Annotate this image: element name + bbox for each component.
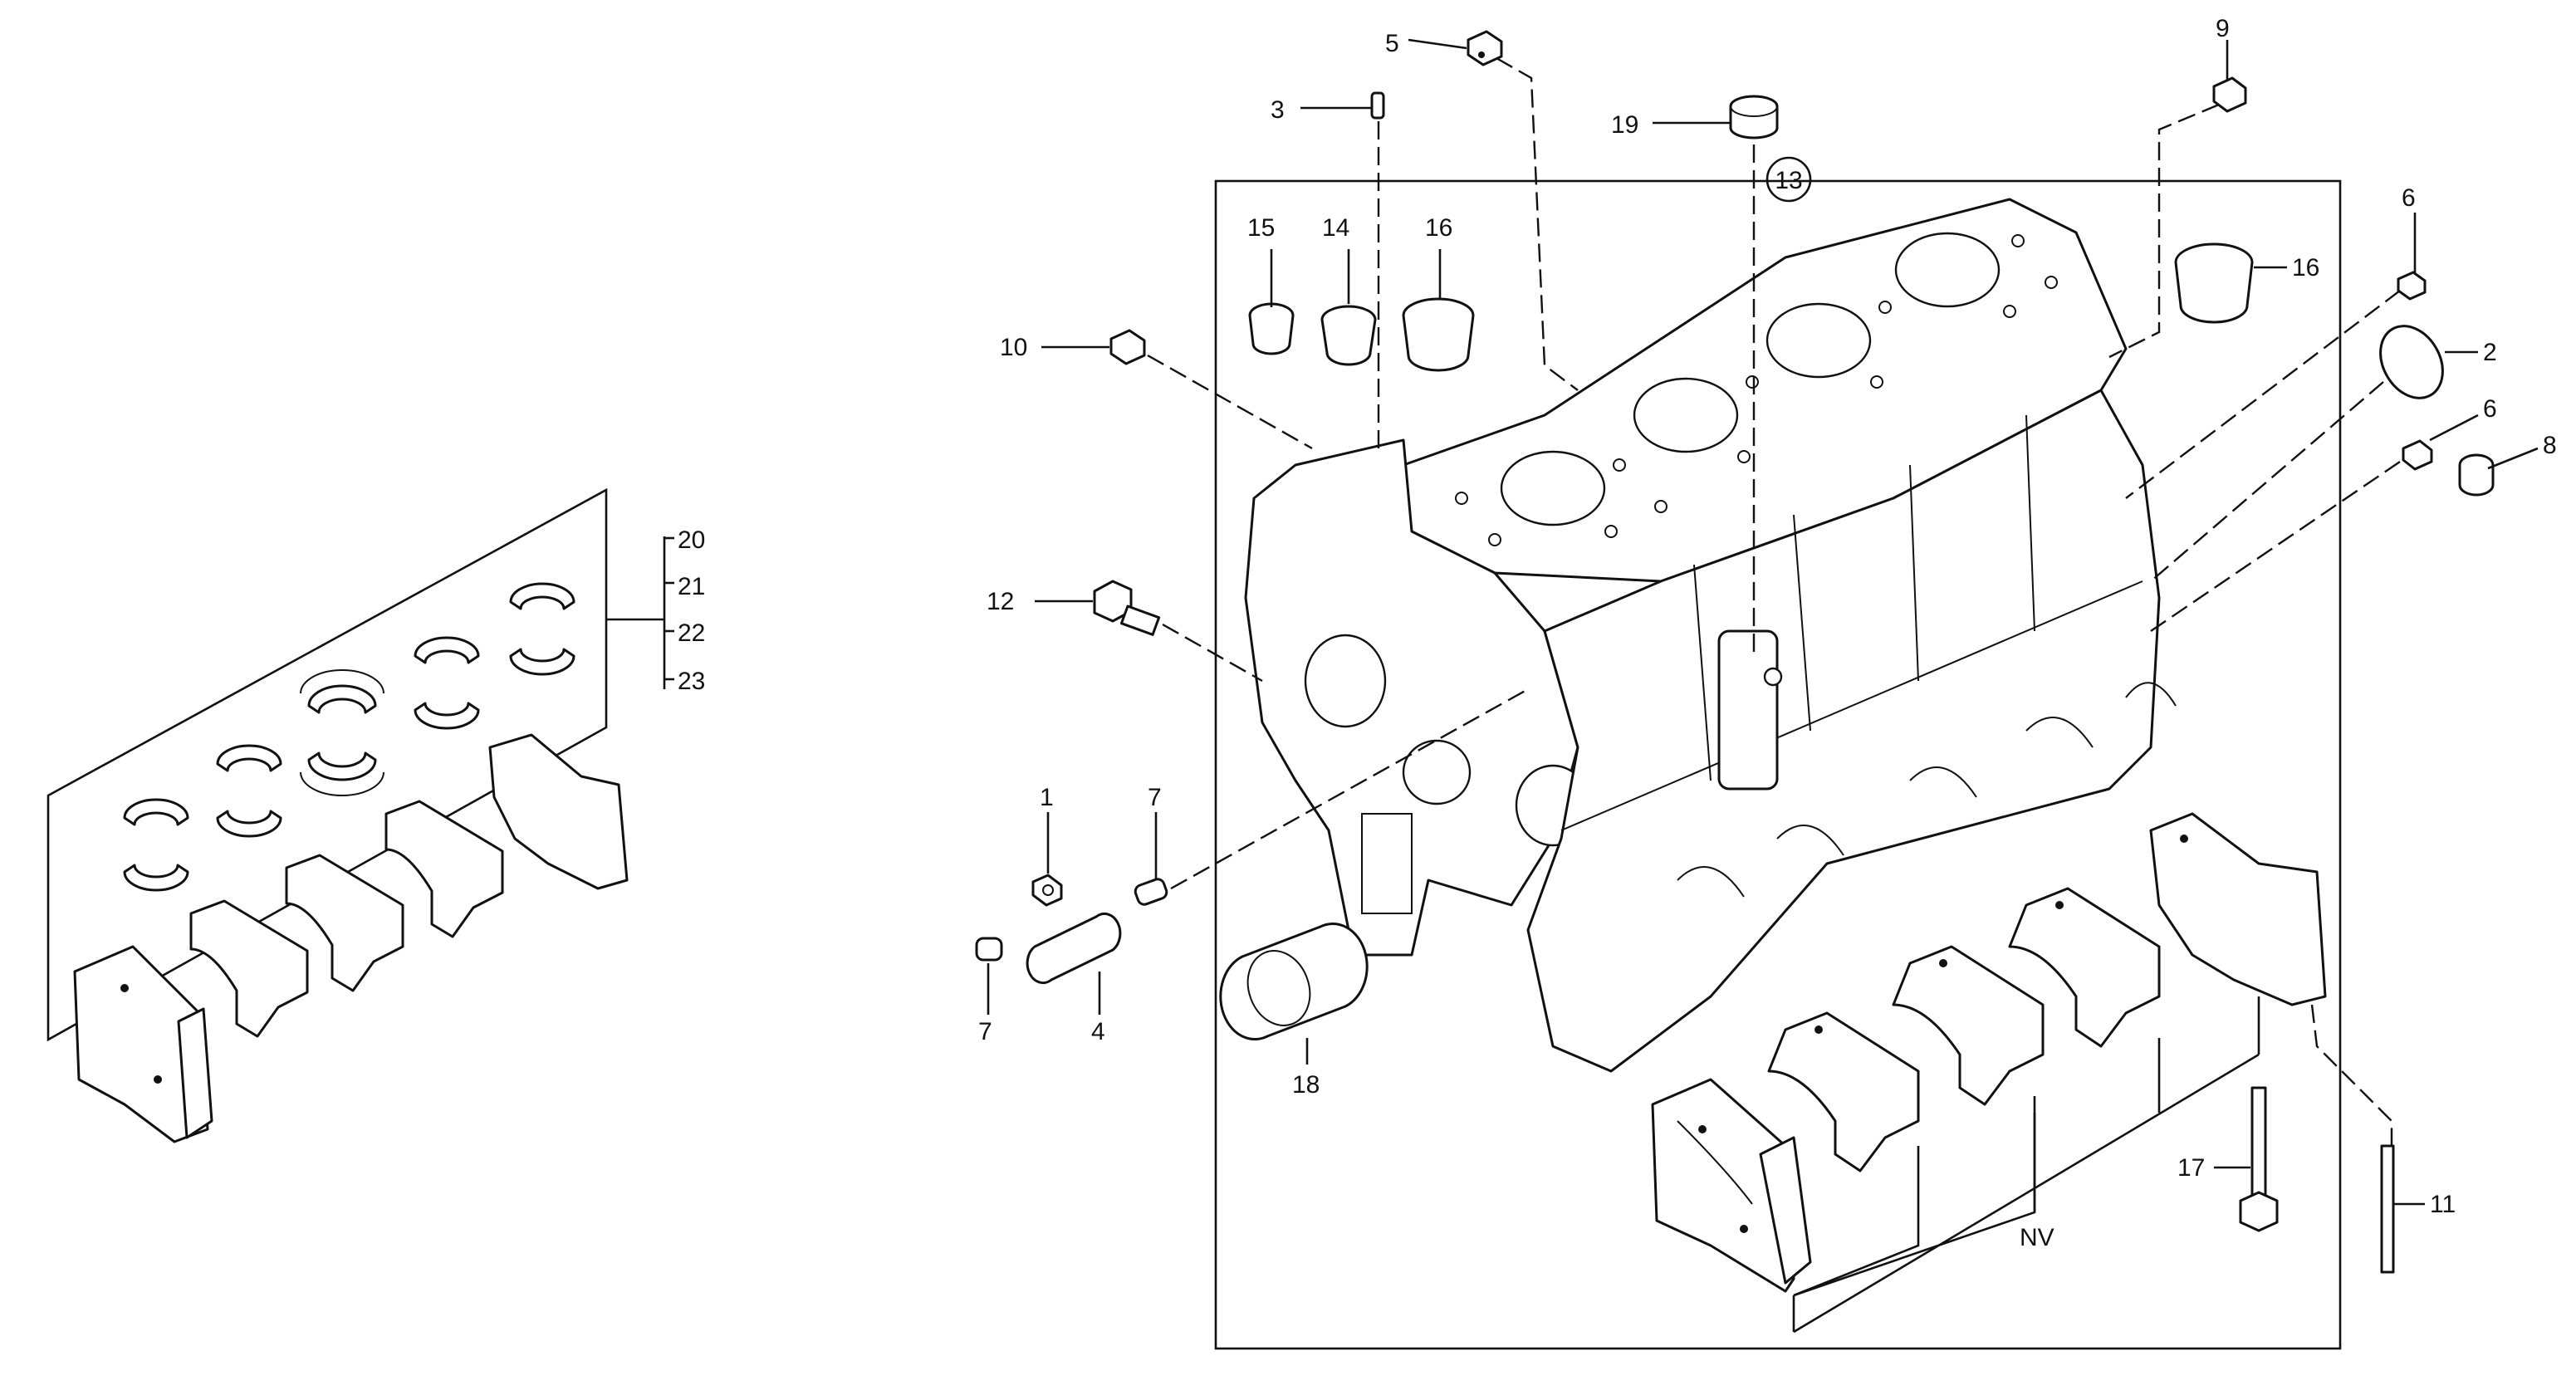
part-17-bolt xyxy=(2239,1086,2279,1232)
part-16-plug xyxy=(1402,297,1475,372)
callout-15: 15 xyxy=(1247,214,1275,242)
bearing-cap-3 xyxy=(1892,945,2045,1106)
set-cap-2 xyxy=(189,899,309,1038)
part-10-plug xyxy=(1109,329,1146,365)
bearing-cap-2 xyxy=(1767,1011,1920,1172)
callout-7-right: 7 xyxy=(1148,784,1162,811)
callout-6-bottom: 6 xyxy=(2483,395,2497,423)
callout-16-top: 16 xyxy=(1425,214,1452,242)
part-6-plug-top xyxy=(2397,271,2427,301)
bearing-cap-front xyxy=(2149,812,2327,1006)
callout-5: 5 xyxy=(1385,30,1399,57)
part-5-plug xyxy=(1467,30,1503,66)
callout-16-right: 16 xyxy=(2292,254,2319,281)
set-cap-rear xyxy=(73,945,213,1143)
callout-12: 12 xyxy=(987,588,1014,615)
bearing-shell-pair-1 xyxy=(123,798,189,892)
callout-13-text: 13 xyxy=(1775,167,1802,194)
callout-13: 13 xyxy=(1765,156,1812,203)
callout-10: 10 xyxy=(1000,334,1027,361)
part-18-bushing xyxy=(1219,923,1369,1040)
part-2-cap xyxy=(2379,325,2444,399)
bearing-caps-set xyxy=(73,733,629,1143)
callout-22: 22 xyxy=(678,619,705,647)
part-14-plug xyxy=(1320,305,1377,366)
cylinder-bore-4 xyxy=(1894,232,2001,308)
part-7-dowel-right xyxy=(1134,878,1168,906)
part-6-plug-bottom xyxy=(2402,439,2433,471)
set-cap-3 xyxy=(285,854,404,992)
cylinder-block xyxy=(1244,198,2177,1073)
part-9-plug xyxy=(2212,76,2247,113)
callout-11: 11 xyxy=(2430,1191,2456,1218)
part-16-plug-right xyxy=(2174,242,2254,324)
bearing-shell-pair-3 xyxy=(300,669,384,796)
bearing-cap-4 xyxy=(2008,887,2161,1048)
part-7-dowel-left xyxy=(975,937,1003,962)
callout-NV: NV xyxy=(2020,1224,2054,1251)
part-1-nut xyxy=(1031,874,1063,907)
bearing-cap-rear xyxy=(1651,1078,1812,1293)
callout-20: 20 xyxy=(678,526,705,554)
callout-17: 17 xyxy=(2177,1154,2205,1182)
callout-21: 21 xyxy=(678,573,705,600)
bearing-shell-pair-4 xyxy=(414,636,480,730)
callout-18: 18 xyxy=(1292,1071,1320,1099)
callout-1: 1 xyxy=(1040,784,1054,811)
leader-lines xyxy=(987,38,2539,1334)
callout-4: 4 xyxy=(1091,1018,1105,1045)
cylinder-bore-1 xyxy=(1500,450,1606,526)
callout-2: 2 xyxy=(2483,339,2497,366)
part-19-sleeve xyxy=(1729,95,1779,140)
part-3-pin xyxy=(1370,91,1385,120)
part-12-bolt xyxy=(1093,580,1161,636)
callout-19: 19 xyxy=(1611,111,1638,139)
cylinder-block-assembly-frame xyxy=(1214,179,2342,1350)
callout-labels: 5 3 19 9 13 15 14 16 16 6 2 6 8 10 12 1 … xyxy=(678,15,2557,1251)
bearing-shell-pair-5 xyxy=(509,582,575,676)
callout-23: 23 xyxy=(678,668,705,695)
callout-3: 3 xyxy=(1271,96,1285,124)
front-bore xyxy=(1304,634,1387,728)
callout-7-left: 7 xyxy=(978,1018,992,1045)
cylinder-bore-2 xyxy=(1633,377,1739,453)
main-bearing-set-frame xyxy=(47,487,608,1042)
part-4-sleeve xyxy=(1026,912,1122,985)
bearing-shell-pair-2 xyxy=(216,744,282,838)
main-bearing-caps xyxy=(1651,812,2327,1293)
part-11-stud xyxy=(2380,1144,2395,1274)
cylinder-bore-3 xyxy=(1765,302,1872,379)
callout-6-top: 6 xyxy=(2402,184,2416,212)
callout-14: 14 xyxy=(1322,214,1349,242)
alignment-lines xyxy=(1147,56,2401,1146)
callout-8: 8 xyxy=(2543,432,2557,459)
set-cap-front xyxy=(488,733,629,890)
part-8-plug xyxy=(2458,453,2495,497)
bearing-shell-pairs xyxy=(123,582,575,892)
part-15-plug xyxy=(1248,302,1295,355)
set-cap-4 xyxy=(384,800,504,938)
callout-9: 9 xyxy=(2216,15,2230,42)
